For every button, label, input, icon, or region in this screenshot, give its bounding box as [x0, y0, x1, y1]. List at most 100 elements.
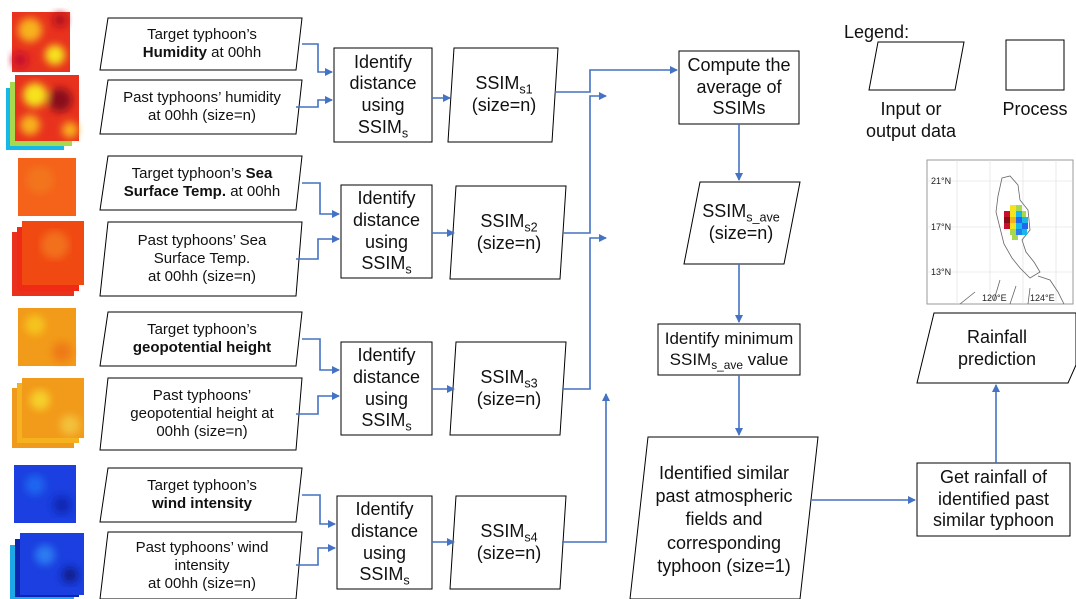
wind-target-label: Target typhoon’s wind intensity [112, 468, 292, 522]
wind-past-label: Past typhoons’ wind intensity at 00hh (s… [112, 532, 292, 599]
compute-average-box: Compute the average of SSIMs [679, 51, 799, 124]
identify-min-main: SSIM [669, 349, 712, 369]
compute-line3: SSIMs [712, 98, 766, 119]
ssim-s1-main: SSIM [475, 73, 520, 94]
humidity-past-label: Past typhoons’ humidity at 00hh (size=n) [112, 80, 292, 134]
legend-input-line1: Input or [880, 99, 942, 120]
ssim-shapes [447, 47, 567, 590]
identify-4-ssim-sub: s [403, 573, 410, 588]
identify-min-line1: Identify minimum [664, 329, 794, 349]
humidity-target-post: at 00hh [211, 44, 262, 61]
identify-box-1: Identify distance using SSIMs [334, 48, 432, 142]
ssim-s4-main: SSIM [480, 520, 525, 541]
identify-2-ssim-main: SSIM [361, 253, 406, 274]
geo-past-line3: 00hh (size=n) [156, 423, 248, 440]
wind-target-bold: wind intensity [151, 495, 252, 512]
identify-2-line1: Identify [357, 188, 416, 209]
ssim-output-1: SSIMs1 (size=n) [452, 48, 556, 142]
ssim-s1: SSIMs1 [475, 73, 533, 97]
ssim-s2: SSIMs2 [480, 211, 537, 234]
lat-17: 17°N [931, 222, 951, 232]
flow-arrows [296, 43, 1000, 566]
identify-1-line3: using [361, 95, 405, 115]
legend-process-label: Process [1002, 99, 1068, 120]
legend-input-label: Input or output data [848, 98, 974, 144]
humidity-target-line2: Humidity at 00hh [143, 44, 261, 62]
get-rainfall-line1: Get rainfall of [939, 467, 1048, 488]
geo-past-heatmap-stack [12, 378, 84, 448]
similar-line3: fields and [685, 509, 763, 530]
identify-minimum-box: Identify minimum SSIMs_ave value [658, 324, 800, 375]
ssim-ave-sub: s_ave [746, 210, 780, 225]
wind-target-pre: Target typhoon’s [147, 477, 257, 494]
identify-3-line1: Identify [357, 345, 416, 366]
geo-target-heatmap [18, 308, 76, 366]
lon-120: 120°E [982, 293, 1007, 303]
ssim-ave-main: SSIM [702, 201, 747, 222]
ssim-s4-sub: s4 [524, 530, 538, 545]
sst-past-line2: Surface Temp. [153, 250, 251, 267]
identify-3-ssim: SSIMs [361, 410, 412, 434]
ssim-ave-output: SSIMs_ave (size=n) [688, 182, 794, 264]
ssim-s2-size: (size=n) [476, 232, 542, 253]
rainfall-pred-line2: prediction [957, 349, 1037, 369]
geo-past-line2: geopotential height at [130, 405, 274, 422]
ssim-output-2: SSIMs2 (size=n) [454, 186, 564, 279]
similar-line4: corresponding [666, 532, 782, 553]
rainfall-map: 21°N 17°N 13°N 120°E 124°E [926, 159, 1074, 305]
sst-target-bold2: Surface Temp. [123, 183, 227, 200]
humidity-target-label: Target typhoon’s Humidity at 00hh [112, 18, 292, 70]
ssim-s4-size: (size=n) [476, 542, 542, 563]
wind-past-line1: Past typhoons’ wind [135, 538, 269, 556]
ssim-s3-size: (size=n) [476, 388, 542, 409]
identify-2-line2: distance [352, 209, 421, 230]
identify-1-ssim-main: SSIM [357, 116, 402, 137]
humidity-past-heatmap-stack [6, 75, 79, 150]
sst-target-heatmap [18, 158, 76, 216]
identify-3-line2: distance [352, 366, 421, 387]
lat-21: 21°N [931, 176, 951, 186]
rainfall-prediction-output: Rainfall prediction [925, 318, 1069, 380]
lon-124: 124°E [1030, 293, 1055, 303]
identify-1-line2: distance [349, 73, 417, 94]
identify-2-line3: using [364, 231, 409, 252]
identify-4-line3: using [362, 542, 407, 563]
get-rainfall-box: Get rainfall of identified past similar … [917, 463, 1070, 536]
identify-2-ssim: SSIMs [361, 253, 411, 276]
ssim-ave-label: SSIMs_ave [702, 201, 780, 225]
ssim-s1-size: (size=n) [471, 95, 537, 115]
ssim-output-3: SSIMs3 (size=n) [454, 342, 564, 435]
identify-1-line1: Identify [353, 51, 413, 72]
similar-line1: Identified similar [658, 462, 790, 483]
input-shapes [99, 17, 303, 599]
sst-target-post: at 00hh [230, 183, 281, 200]
lat-13: 13°N [931, 267, 951, 277]
wind-past-line3: at 00hh (size=n) [148, 574, 256, 592]
sst-target-line2: Surface Temp. at 00hh [124, 183, 280, 201]
identify-3-ssim-sub: s [405, 419, 412, 434]
geo-past-label: Past typhoons’ geopotential height at 00… [112, 378, 292, 450]
humidity-target-pre: Target typhoon’s [147, 26, 257, 43]
ssim-s3-main: SSIM [480, 366, 525, 387]
ssim-s3-sub: s3 [524, 376, 538, 391]
ssim-s1-sub: s1 [519, 82, 533, 97]
similar-line5: typhoon (size=1) [657, 556, 791, 577]
sst-target-pre: Target typhoon’s [131, 165, 242, 182]
identify-1-ssim-sub: s [401, 126, 409, 140]
identify-box-4: Identify distance using SSIMs [337, 496, 432, 589]
identify-1-ssim: SSIMs [357, 116, 409, 140]
sst-past-heatmap-stack [12, 221, 84, 296]
identify-4-ssim-main: SSIM [359, 564, 404, 585]
legend-title: Legend: [844, 22, 910, 42]
sst-target-line1: Target typhoon’s Sea [132, 165, 273, 183]
identify-box-2: Identify distance using SSIMs [341, 185, 432, 278]
compute-line1: Compute the [687, 55, 791, 76]
humidity-past-line1: Past typhoons’ humidity [123, 89, 281, 106]
identify-box-3: Identify distance using SSIMs [341, 342, 432, 435]
identify-min-sub: s_ave [711, 357, 743, 372]
wind-target-heatmap [14, 465, 76, 523]
geo-target-pre: Target typhoon’s [147, 321, 257, 338]
rainfall-pred-line1: Rainfall [966, 327, 1028, 348]
get-rainfall-line2: identified past [937, 488, 1050, 509]
identify-4-line1: Identify [355, 499, 414, 520]
